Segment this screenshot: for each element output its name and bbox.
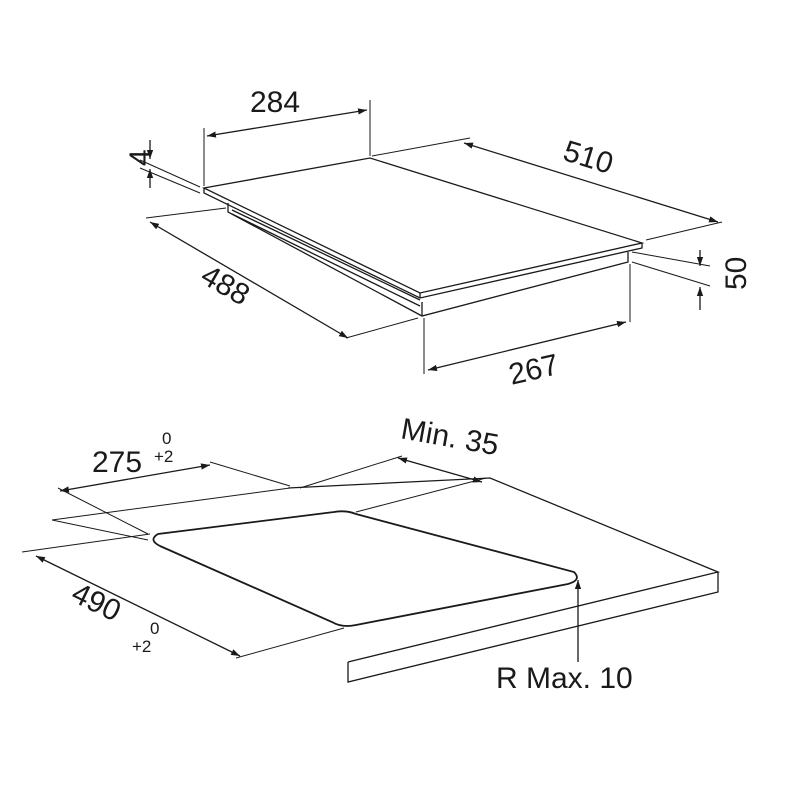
radius-label: R Max. 10 <box>496 662 633 695</box>
cutout-opening <box>152 510 578 627</box>
countertop-surface <box>287 477 721 663</box>
dim-line-284 <box>206 108 368 138</box>
dim-490-tol-upper: 0 <box>150 619 159 638</box>
dim-line-275 <box>59 463 211 493</box>
dim-275-label: 275 <box>92 446 142 479</box>
dim-min35-label: Min. 35 <box>399 413 502 463</box>
countertop-edge <box>347 572 719 683</box>
dim-4-label: 4 <box>124 149 157 166</box>
dim-line-490 <box>35 555 241 657</box>
dim-line-510 <box>463 142 719 223</box>
dim-267-label: 267 <box>506 348 562 391</box>
cutout-drawing: 275 0 +2 Min. 35 490 0 +2 R Max. 10 <box>21 413 721 695</box>
dim-line-267 <box>427 321 627 371</box>
dim-275-tol-upper: 0 <box>162 429 171 448</box>
hob-glass-edge <box>203 188 643 299</box>
dim-510-label: 510 <box>559 135 617 181</box>
dim-490-label: 490 <box>66 577 125 629</box>
dim-490-tol-lower: +2 <box>132 637 151 656</box>
dim-488-label: 488 <box>195 259 255 313</box>
dim-50-label: 50 <box>720 257 753 290</box>
dim-line-488 <box>149 221 349 339</box>
dim-275-tol-lower: +2 <box>154 447 173 466</box>
hob-drawing: 284 510 4 488 50 267 <box>124 86 753 392</box>
dim-line-min35 <box>397 457 483 483</box>
dim-284-label: 284 <box>250 86 300 119</box>
